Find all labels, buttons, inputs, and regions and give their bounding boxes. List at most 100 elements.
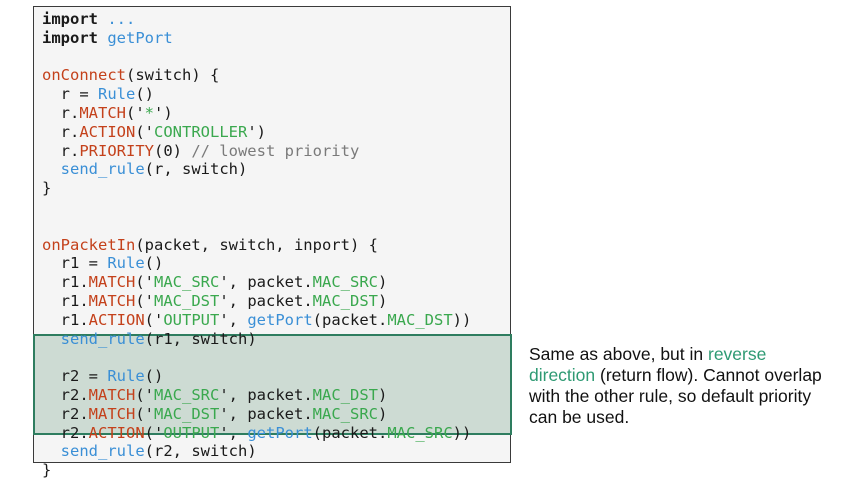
code-token: r2. xyxy=(42,385,89,404)
code-token: PRIORITY xyxy=(79,141,154,160)
code-token: r. xyxy=(42,122,80,141)
code-token: ', packet. xyxy=(219,291,313,310)
code-token: } xyxy=(42,461,52,480)
code-token: () xyxy=(144,254,164,273)
code-line: r1.ACTION('OUTPUT', getPort(packet.MAC_D… xyxy=(42,310,472,330)
code-token: MAC_DST xyxy=(312,291,378,310)
code-line: send_rule(r, switch) xyxy=(42,160,471,179)
code-token: MATCH xyxy=(88,291,136,310)
reverse-rule-highlight xyxy=(33,334,512,435)
code-token xyxy=(42,442,61,460)
code-line: r1.MATCH('MAC_SRC', packet.MAC_SRC) xyxy=(42,273,471,292)
code-token: MAC_SRC xyxy=(387,423,453,442)
code-token: (' xyxy=(144,423,164,442)
code-line xyxy=(42,217,471,236)
code-token: MATCH xyxy=(88,273,136,292)
annotation-note: Same as above, but in reverse direction … xyxy=(529,344,829,428)
code-token: (' xyxy=(135,273,155,292)
code-token: r1. xyxy=(42,273,89,292)
code-line: import getPort xyxy=(42,29,471,48)
code-token: MAC_DST xyxy=(154,404,220,423)
code-line: import ... xyxy=(42,10,471,29)
code-line: r2 = Rule() xyxy=(42,367,471,386)
code-token: MAC_SRC xyxy=(312,404,378,423)
note-text-before: Same as above, but in xyxy=(529,344,708,364)
code-token xyxy=(42,160,61,178)
code-token: ') xyxy=(247,122,266,141)
code-token: ACTION xyxy=(79,122,136,141)
code-token: (' xyxy=(126,103,145,122)
code-line: r = Rule() xyxy=(42,85,471,104)
code-token: ', packet. xyxy=(219,273,313,292)
code-token: r2. xyxy=(42,404,89,423)
code-token: r. xyxy=(42,141,80,160)
code-token: ', xyxy=(219,310,248,329)
code-token: (packet. xyxy=(312,310,388,329)
code-token: (switch) { xyxy=(126,66,220,85)
code-token: (r2, switch) xyxy=(144,442,257,461)
code-line: onPacketIn(packet, switch, inport) { xyxy=(42,236,471,255)
code-token: () xyxy=(135,85,154,104)
code-token: r2 = xyxy=(42,367,108,386)
code-token: MAC_DST xyxy=(312,385,378,404)
code-token: import xyxy=(42,28,98,47)
code-line: } xyxy=(42,179,471,198)
code-line: r2.MATCH('MAC_SRC', packet.MAC_DST) xyxy=(42,386,471,405)
code-token: ) xyxy=(378,291,388,310)
code-token: r2. xyxy=(42,423,89,442)
code-token: (' xyxy=(144,310,164,329)
code-line: r1 = Rule() xyxy=(42,254,471,273)
code-token: ') xyxy=(154,103,173,122)
code-token: send_rule xyxy=(60,329,145,348)
code-token: Rule xyxy=(107,367,145,386)
code-line xyxy=(42,48,471,67)
code-token: MAC_SRC xyxy=(312,273,378,292)
code-token: ACTION xyxy=(88,310,145,329)
code-token xyxy=(98,29,107,47)
code-token: (' xyxy=(135,122,154,141)
code-line: } xyxy=(42,461,471,480)
code-token: ) xyxy=(378,404,388,423)
code-line: r.MATCH('*') xyxy=(42,104,471,123)
code-token: ) xyxy=(378,273,388,292)
code-token: ) xyxy=(378,385,388,404)
code-token: (' xyxy=(135,404,155,423)
code-token: (packet, switch, inport) { xyxy=(135,235,378,254)
code-line: r.PRIORITY(0) // lowest priority xyxy=(42,142,471,161)
code-token: r = xyxy=(42,85,98,104)
code-token: send_rule xyxy=(60,442,145,461)
note-text-after: (return flow). Cannot overlap with the o… xyxy=(529,365,822,427)
code-token: ', packet. xyxy=(219,404,313,423)
code-token: // lowest priority xyxy=(191,141,360,160)
code-token: OUTPUT xyxy=(163,423,220,442)
code-token: onPacketIn xyxy=(42,235,136,254)
code-line: onConnect(switch) { xyxy=(42,66,471,85)
code-line xyxy=(42,198,471,217)
code-token: MATCH xyxy=(88,385,136,404)
code-line: r1.MATCH('MAC_DST', packet.MAC_DST) xyxy=(42,292,471,311)
code-token: r1. xyxy=(42,310,89,329)
code-token xyxy=(98,10,107,28)
code-token: ', packet. xyxy=(219,385,313,404)
code-token: (packet. xyxy=(312,423,388,442)
code-token: MAC_SRC xyxy=(154,385,220,404)
code-token: getPort xyxy=(107,28,173,47)
code-token: getPort xyxy=(247,423,313,442)
code-line xyxy=(42,348,471,367)
code-token: () xyxy=(144,367,164,386)
code-token: * xyxy=(144,103,155,122)
code-token: (' xyxy=(135,385,155,404)
code-token: MATCH xyxy=(79,103,126,122)
code-token: ', xyxy=(219,423,248,442)
code-token: MAC_DST xyxy=(154,291,220,310)
code-token: (0) xyxy=(153,141,192,160)
code-token: Rule xyxy=(98,85,136,104)
code-token: } xyxy=(42,179,52,198)
code-token: CONTROLLER xyxy=(154,122,248,141)
code-token: ... xyxy=(107,10,136,28)
code-token: r. xyxy=(42,103,80,122)
code-token: r1. xyxy=(42,291,89,310)
code-line: r2.ACTION('OUTPUT', getPort(packet.MAC_S… xyxy=(42,423,472,443)
code-token: MAC_SRC xyxy=(154,273,220,292)
code-token: MATCH xyxy=(88,404,136,423)
